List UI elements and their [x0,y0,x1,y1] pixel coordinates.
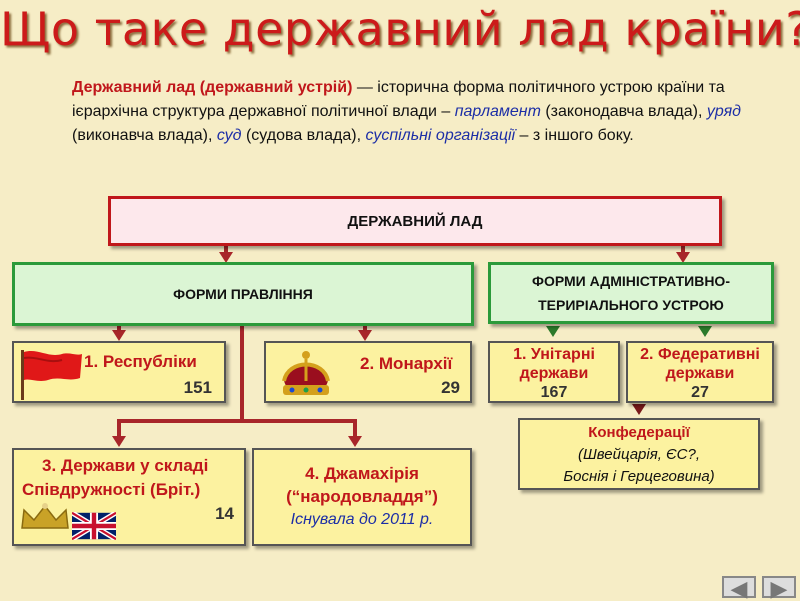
next-slide-button[interactable]: ▶ [762,576,796,600]
connector-line [240,326,244,421]
connector-line [224,246,228,254]
connector-line [681,246,685,254]
definition-term: Державний лад (державний устрій) [72,79,353,96]
federal-line-1: 2. Федеративні [640,346,760,363]
crown-icon [21,503,69,529]
page-title: Що таке державний лад країни? [0,2,800,56]
definition-text-4: (судова влада), [241,127,366,144]
root-state-system-box: ДЕРЖАВНИЙ ЛАД [108,196,722,246]
monarchies-box: 2. Монархії 29 [264,341,472,403]
definition-orgs: суспільні організації [365,127,516,144]
jamahiriya-line-1: 4. Джамахірія [305,464,419,483]
connector-line [353,419,357,437]
arrow-down-icon [546,326,560,337]
connector-line [363,326,367,332]
connector-line [117,326,121,332]
monarchies-count: 29 [441,378,460,397]
republics-count: 151 [183,378,212,397]
monarchies-label: 2. Монархії [360,354,453,373]
commonwealth-box: 3. Держави у складі Співдружності (Бріт.… [12,448,246,546]
federal-box: 2. Федеративні держави 27 [626,341,774,403]
definition-text-3: (виконавча влада), [72,127,217,144]
confederations-line-1: Конфедерації [588,424,690,441]
forms-adm-text: ФОРМИ АДМІНІСТРАТИВНО- ТЕРИРІАЛЬНОГО УСТР… [532,269,730,317]
forms-adm-line-2: ТЕРИРІАЛЬНОГО УСТРОЮ [538,297,724,313]
red-flag-icon [21,350,82,400]
definition-text-1: — історична форма політичного устрою кра… [72,79,725,120]
definition-government: уряд [706,103,741,120]
connector-line [117,419,357,423]
uk-flag-icon [72,512,116,540]
forms-adm-line-1: ФОРМИ АДМІНІСТРАТИВНО- [532,273,730,289]
crown-icon [282,351,330,395]
arrow-down-icon [219,252,233,263]
arrow-down-icon [676,252,690,263]
definition-text-5: – з іншого боку. [515,127,634,144]
commonwealth-line-1: 3. Держави у складі [42,456,209,475]
federal-count: 27 [691,384,709,401]
arrow-down-icon [112,436,126,447]
confederations-box: Конфедерації (Швейцарія, ЄС?, Боснія і Г… [518,418,760,490]
arrow-down-icon [698,326,712,337]
arrow-down-icon [632,404,646,415]
arrow-down-icon [112,330,126,341]
jamahiriya-note: Існувала до 2011 р. [290,511,434,528]
arrow-down-icon [358,330,372,341]
federal-line-2: держави [665,365,735,382]
connector-line [117,419,121,437]
definition-parliament: парламент [454,103,541,120]
confederations-line-2: (Швейцарія, ЄС?, [577,446,701,463]
commonwealth-line-2: Співдружності (Бріт.) [22,480,201,499]
confederations-line-3: Боснія і Герцеговина) [563,468,715,485]
jamahiriya-box: 4. Джамахірія (“народовладдя”) Існувала … [252,448,472,546]
republics-label: 1. Республіки [84,352,197,371]
unitary-line-2: держави [519,365,589,382]
unitary-count: 167 [540,384,568,401]
republics-box: 1. Республіки 151 [12,341,226,403]
forms-of-administrative-structure-box: ФОРМИ АДМІНІСТРАТИВНО- ТЕРИРІАЛЬНОГО УСТР… [488,262,774,324]
commonwealth-count: 14 [215,504,234,523]
definition-text-2: (законодавча влада), [540,103,707,120]
definition-paragraph: Державний лад (державний устрій) — істор… [72,76,752,148]
unitary-box: 1. Унітарні держави 167 [488,341,620,403]
definition-court: суд [216,127,242,144]
unitary-line-1: 1. Унітарні [513,346,595,363]
jamahiriya-line-2: (“народовладдя”) [286,487,438,506]
arrow-down-icon [348,436,362,447]
prev-slide-button[interactable]: ◀ [722,576,756,600]
forms-of-government-box: ФОРМИ ПРАВЛІННЯ [12,262,474,326]
